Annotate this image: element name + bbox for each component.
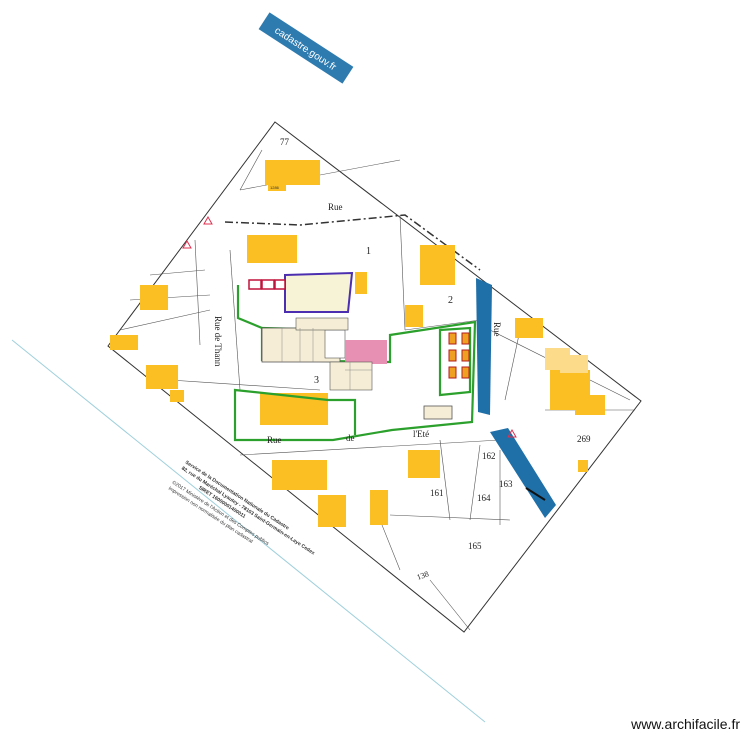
parcel-269: 269 <box>577 434 591 444</box>
triangle-markers <box>182 215 517 438</box>
street-label-ete-1: Rue <box>267 435 282 445</box>
parcel-1: 1 <box>366 246 371 257</box>
boundary-line <box>224 214 481 271</box>
parcel-161: 161 <box>430 488 444 498</box>
archifacile-watermark[interactable]: www.archifacile.fr <box>631 716 740 732</box>
parcel-77: 77 <box>280 137 290 147</box>
purple-parcel <box>284 271 354 313</box>
parcel-162: 162 <box>482 451 496 461</box>
scale-arrow <box>525 487 546 501</box>
street-label-ete-2: de <box>346 433 355 443</box>
shed <box>423 405 453 420</box>
parcel-163: 163 <box>499 479 513 489</box>
parcel-138: 138 <box>416 569 430 582</box>
plan-frame <box>107 121 642 633</box>
buildings <box>110 160 605 527</box>
parking-bays <box>448 332 470 379</box>
red-units <box>248 279 286 290</box>
parcel-3: 3 <box>314 375 319 386</box>
parcel-165: 165 <box>468 541 482 551</box>
parcel-2: 2 <box>448 295 453 306</box>
cadastre-sidenote: Service de la Documentation Nationale du… <box>167 460 316 557</box>
parcel-164: 164 <box>477 493 491 503</box>
floor-plan <box>261 317 387 391</box>
parcel-1286: 1286 <box>270 185 280 190</box>
street-label-rue-right: Rue <box>492 322 502 337</box>
guide-line <box>11 339 486 723</box>
street-label-thann: Rue de Thann <box>213 316 223 367</box>
street-label-ete-3: l'Eté <box>413 429 429 439</box>
street-label-rue: Rue <box>328 202 343 212</box>
